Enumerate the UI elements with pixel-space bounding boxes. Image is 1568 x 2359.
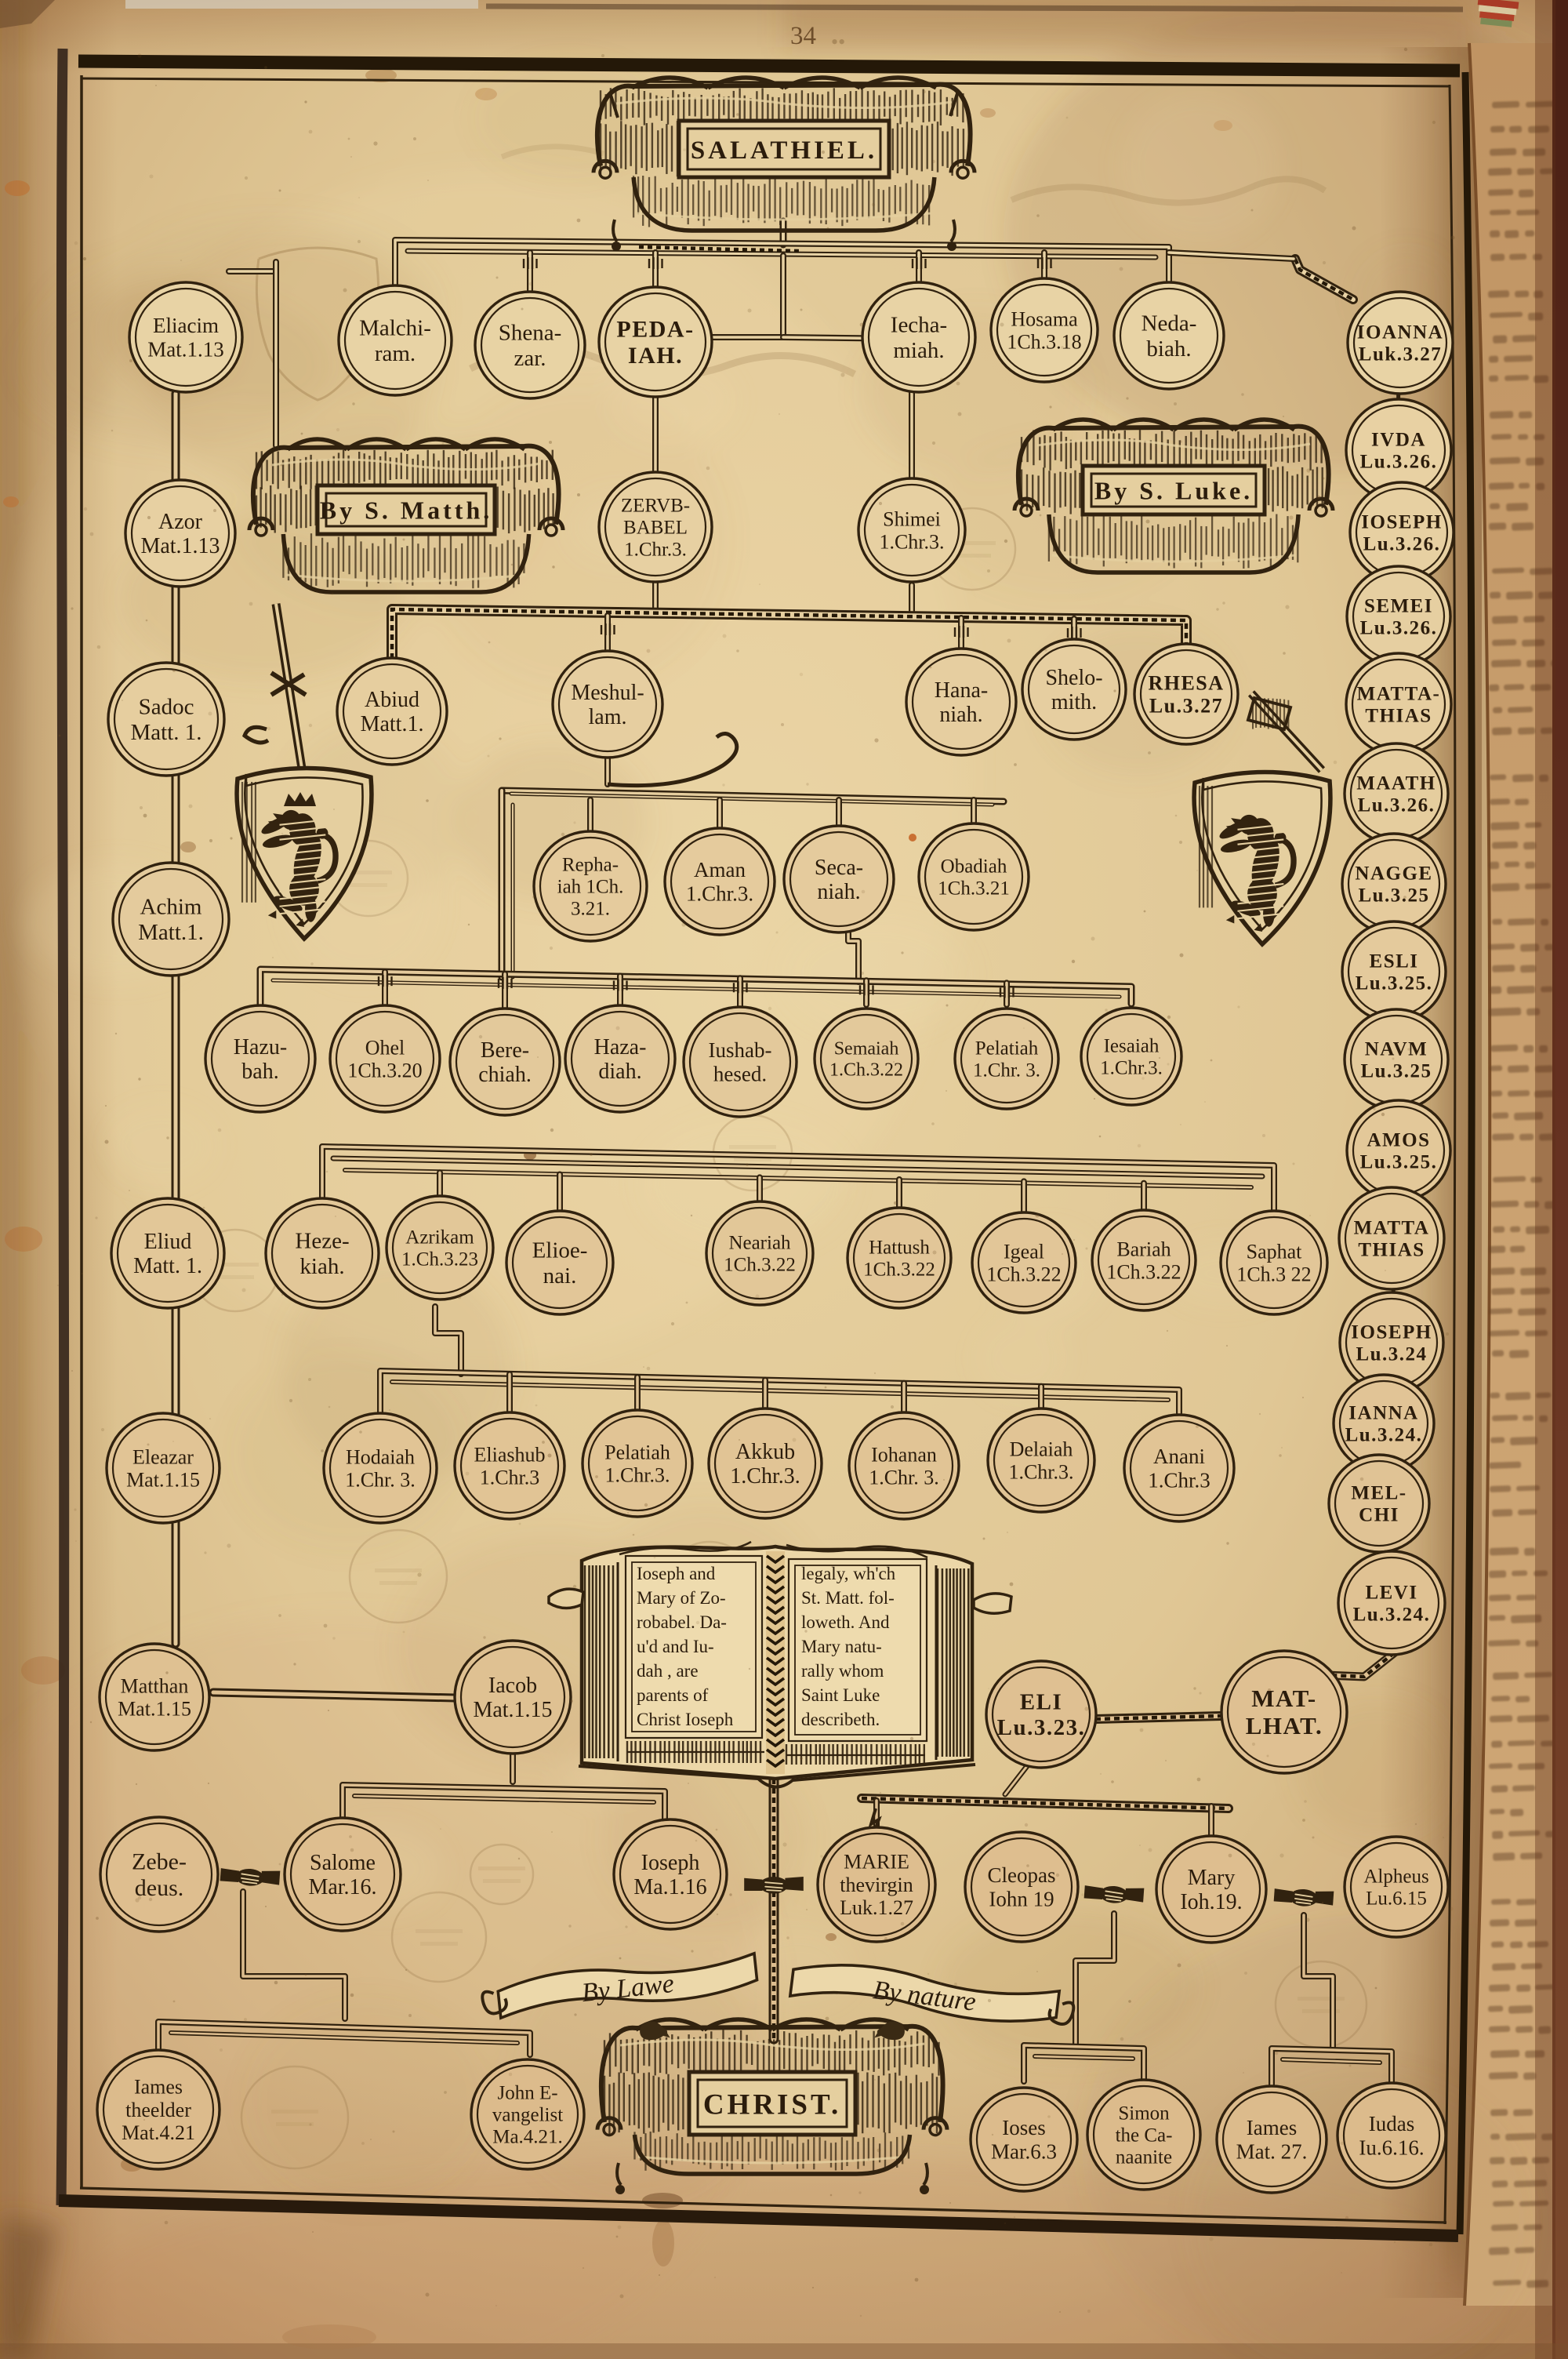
svg-text:Shena-zar.: Shena-zar. (499, 321, 562, 372)
svg-text:Bere-chiah.: Bere-chiah. (478, 1038, 532, 1087)
svg-text:Heze-kiah.: Heze-kiah. (295, 1229, 349, 1280)
svg-text:Iushab-hesed.: Iushab-hesed. (709, 1038, 772, 1085)
svg-text:Hazu-bah.: Hazu-bah. (234, 1035, 287, 1084)
svg-text:Neda-biah.: Neda-biah. (1142, 311, 1197, 362)
svg-text:By S. Matth.: By S. Matth. (320, 496, 492, 525)
svg-text:Seca-niah.: Seca-niah. (815, 856, 863, 904)
svg-text:••: •• (831, 31, 845, 53)
svg-text:MATTA-THIAS: MATTA-THIAS (1357, 684, 1441, 727)
svg-text:34: 34 (790, 22, 816, 50)
svg-text:PEDA-IAH.: PEDA-IAH. (616, 316, 694, 369)
svg-text:Repha-iah 1Ch.3.21.: Repha-iah 1Ch.3.21. (557, 855, 624, 920)
svg-text:By S. Luke.: By S. Luke. (1094, 477, 1253, 505)
svg-text:Malchi-ram.: Malchi-ram. (359, 316, 431, 367)
svg-text:SALATHIEL.: SALATHIEL. (691, 136, 877, 165)
svg-text:Zebe-deus.: Zebe-deus. (132, 1848, 187, 1901)
svg-text:Haza-diah.: Haza-diah. (594, 1035, 647, 1084)
svg-text:MEL-CHI: MEL-CHI (1351, 1483, 1406, 1526)
svg-text:Shelo-mith.: Shelo-mith. (1045, 666, 1102, 714)
svg-text:CHRIST.: CHRIST. (703, 2088, 841, 2121)
svg-text:Meshul-lam.: Meshul-lam. (571, 681, 644, 729)
svg-text:Elioe-nai.: Elioe-nai. (532, 1238, 588, 1289)
svg-text:MAT-LHAT.: MAT-LHAT. (1246, 1685, 1323, 1739)
svg-text:Iecha-miah.: Iecha-miah. (891, 313, 947, 364)
svg-text:Hana-niah.: Hana-niah. (935, 678, 988, 727)
